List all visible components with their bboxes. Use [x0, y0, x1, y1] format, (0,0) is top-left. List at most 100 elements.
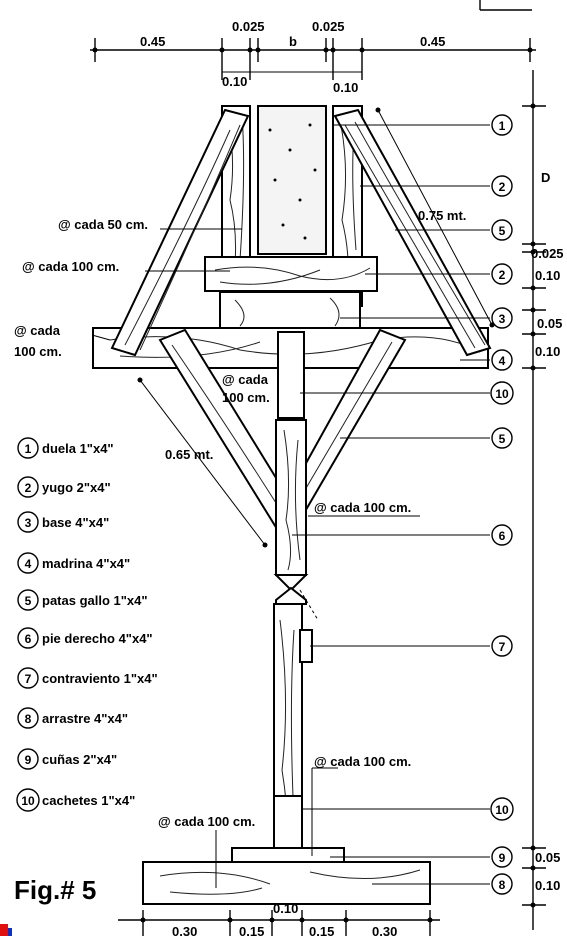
legend-item-5: 5 patas gallo 1"x4" — [17, 589, 148, 611]
svg-text:3: 3 — [499, 312, 506, 326]
svg-text:10: 10 — [495, 803, 509, 817]
legend-item-10: 10 cachetes 1"x4" — [16, 788, 135, 812]
svg-text:3: 3 — [25, 516, 32, 530]
dim-b-030-right: 0.30 — [372, 924, 397, 936]
dim-r-005-a: 0.05 — [537, 316, 562, 331]
annot-075mt: 0.75 mt. — [418, 208, 466, 223]
legend-item-1: 1 duela 1"x4" — [17, 437, 114, 459]
dim-r-010-b: 0.10 — [535, 344, 560, 359]
annot-cada-b2: 100 cm. — [14, 344, 62, 359]
svg-text:8: 8 — [25, 712, 32, 726]
svg-text:1: 1 — [499, 119, 506, 133]
svg-text:pie derecho 4"x4": pie derecho 4"x4" — [42, 631, 153, 646]
svg-text:patas gallo 1"x4": patas gallo 1"x4" — [42, 593, 148, 608]
dim-left-010: 0.10 — [222, 74, 247, 89]
legend-item-9: 9 cuñas 2"x4" — [17, 748, 117, 770]
svg-text:arrastre 4"x4": arrastre 4"x4" — [42, 711, 128, 726]
svg-text:2: 2 — [499, 268, 506, 282]
svg-text:5: 5 — [499, 432, 506, 446]
dim-b-030-left: 0.30 — [172, 924, 197, 936]
dim-right-045: 0.45 — [420, 34, 445, 49]
callout-6: 6 — [491, 524, 513, 546]
svg-text:7: 7 — [499, 640, 506, 654]
annot-cada-b: @ cada — [14, 323, 61, 338]
callout-3: 3 — [491, 307, 513, 329]
annot-065mt: 0.65 mt. — [165, 447, 213, 462]
callout-10b: 10 — [490, 797, 514, 821]
dim-r-005-b: 0.05 — [535, 850, 560, 865]
legend-item-3: 3 base 4"x4" — [17, 511, 109, 533]
callout-10a: 10 — [490, 381, 514, 405]
svg-text:2: 2 — [499, 180, 506, 194]
annot-cada-c2: 100 cm. — [222, 390, 270, 405]
svg-text:4: 4 — [25, 557, 32, 571]
figure-title: Fig.# 5 — [14, 875, 96, 905]
annot-cada-100-f: @ cada 100 cm. — [158, 814, 255, 829]
svg-text:cuñas 2"x4": cuñas 2"x4" — [42, 752, 117, 767]
bottom-dimension-line — [118, 910, 440, 936]
dim-r-010-a: 0.10 — [535, 268, 560, 283]
leader-lines — [91, 109, 493, 888]
annot-cada-c: @ cada — [222, 372, 269, 387]
callout-4: 4 — [491, 349, 513, 371]
callout-2a: 2 — [491, 175, 513, 197]
callout-2b: 2 — [491, 263, 513, 285]
callout-5a: 5 — [491, 219, 513, 241]
legend-item-4: 4 madrina 4"x4" — [17, 552, 130, 574]
dim-D: D — [541, 170, 550, 185]
pata-gallo-upper-left — [110, 108, 250, 357]
legend-item-6: 6 pie derecho 4"x4" — [17, 627, 153, 649]
dim-left-045: 0.45 — [140, 34, 165, 49]
dim-left-0025: 0.025 — [232, 19, 265, 34]
svg-text:1: 1 — [25, 442, 32, 456]
svg-text:9: 9 — [499, 851, 506, 865]
legend-item-8: 8 arrastre 4"x4" — [17, 707, 128, 729]
cachete-upper — [277, 331, 305, 419]
annot-cada-100-e: @ cada 100 cm. — [314, 754, 411, 769]
svg-text:10: 10 — [495, 387, 509, 401]
cachete-lower — [273, 795, 303, 849]
annot-cada-100-a: @ cada 100 cm. — [22, 259, 119, 274]
concrete-column — [257, 105, 327, 255]
legend: 1 duela 1"x4" 2 yugo 2"x4" 3 base 4"x4" 4 ma… — [16, 437, 158, 812]
legend-item-2: 2 yugo 2"x4" — [17, 476, 111, 498]
annot-cada-100-d: @ cada 100 cm. — [314, 500, 411, 515]
yugo-board — [204, 256, 378, 292]
svg-text:contraviento 1"x4": contraviento 1"x4" — [42, 671, 158, 686]
pata-gallo-upper-right — [333, 108, 492, 357]
dim-right-010: 0.10 — [333, 80, 358, 95]
dim-b-015-right: 0.15 — [309, 924, 334, 936]
svg-text:4: 4 — [499, 354, 506, 368]
svg-text:yugo 2"x4": yugo 2"x4" — [42, 480, 111, 495]
svg-text:cachetes 1"x4": cachetes 1"x4" — [42, 793, 135, 808]
annot-cada-50: @ cada 50 cm. — [58, 217, 148, 232]
top-dimension-line — [90, 38, 536, 80]
dim-b: b — [289, 34, 297, 49]
callout-1: 1 — [491, 114, 513, 136]
svg-text:8: 8 — [499, 878, 506, 892]
svg-text:10: 10 — [21, 794, 35, 808]
dim-r-0025: 0.025 — [531, 246, 564, 261]
svg-text:6: 6 — [25, 632, 32, 646]
callout-9: 9 — [491, 846, 513, 868]
svg-text:duela 1"x4": duela 1"x4" — [42, 441, 114, 456]
svg-text:5: 5 — [499, 224, 506, 238]
svg-text:6: 6 — [499, 529, 506, 543]
svg-text:madrina 4"x4": madrina 4"x4" — [42, 556, 130, 571]
base-board — [219, 291, 361, 329]
right-dimension-line — [522, 70, 546, 930]
svg-text:9: 9 — [25, 753, 32, 767]
callout-5b: 5 — [491, 427, 513, 449]
svg-text:5: 5 — [25, 594, 32, 608]
dim-right-0025: 0.025 — [312, 19, 345, 34]
callout-7: 7 — [491, 635, 513, 657]
concrete-texture — [268, 123, 317, 240]
dim-b-015-left: 0.15 — [239, 924, 264, 936]
svg-text:2: 2 — [25, 481, 32, 495]
corner-mark — [479, 0, 532, 11]
svg-text:base 4"x4": base 4"x4" — [42, 515, 109, 530]
callout-8: 8 — [491, 873, 513, 895]
break-symbol — [275, 586, 307, 605]
